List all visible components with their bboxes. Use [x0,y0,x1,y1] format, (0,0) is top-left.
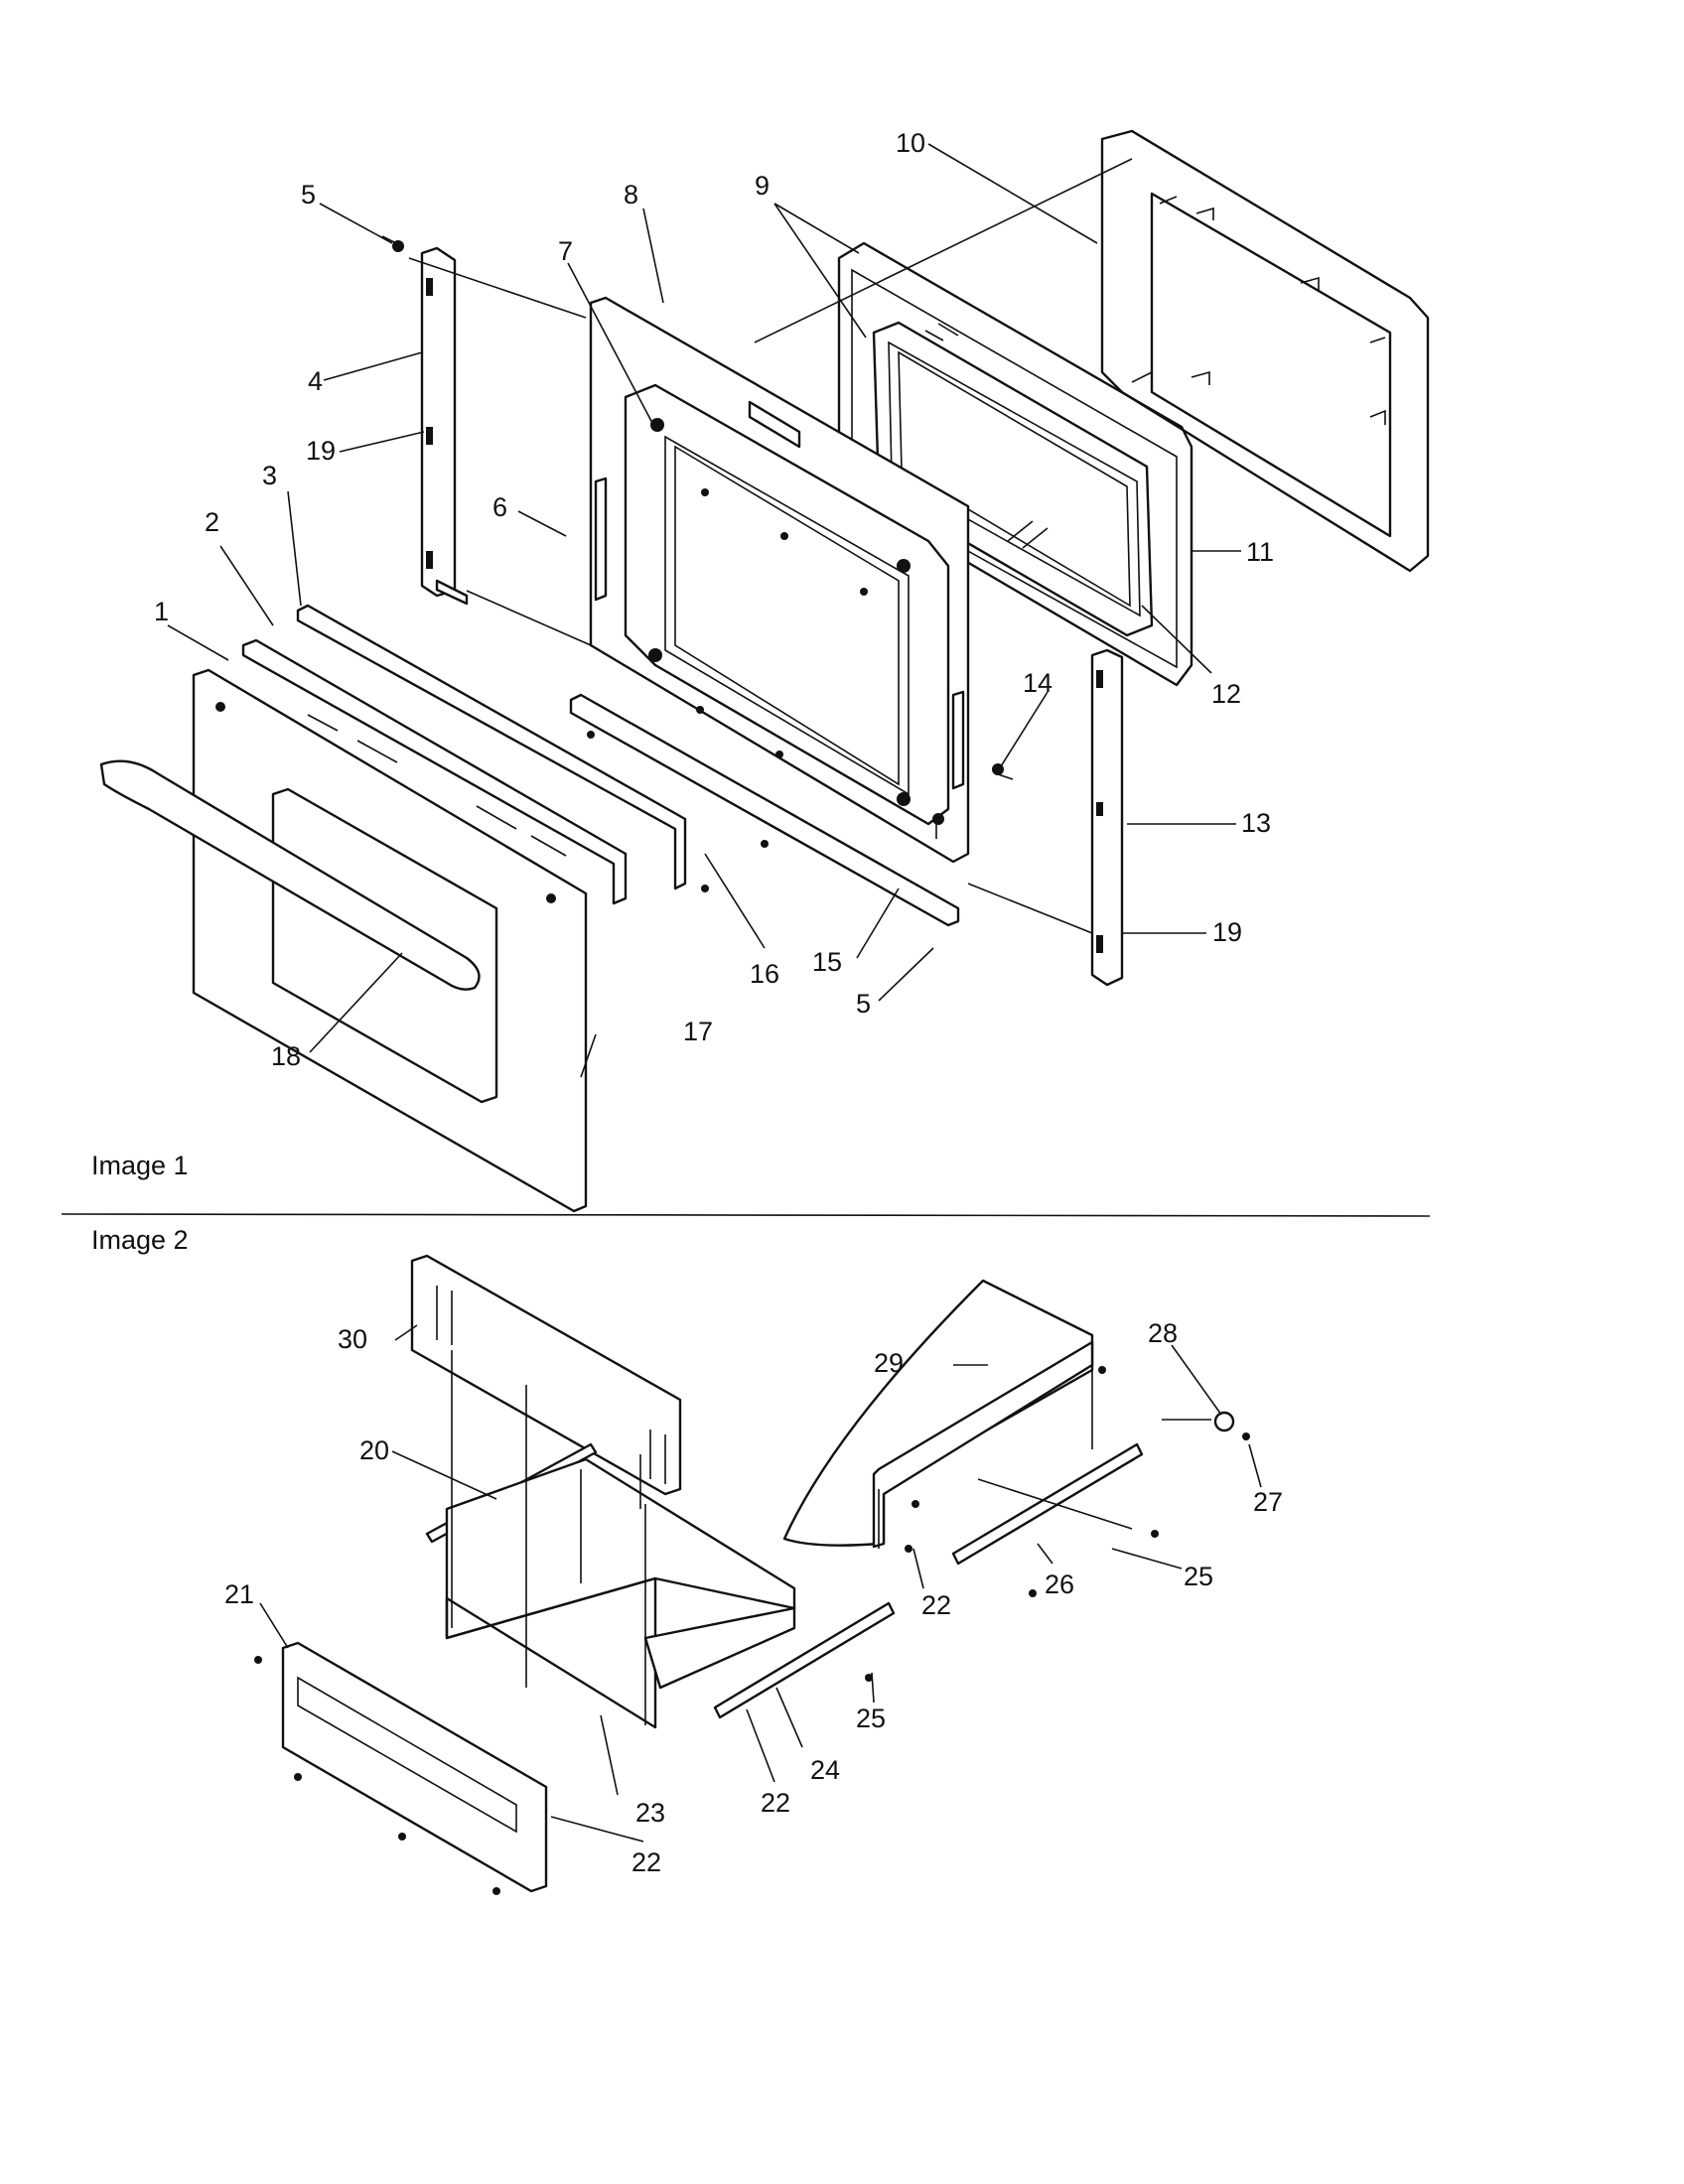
callout-26: 26 [1045,1570,1074,1599]
hinge-slot [1096,670,1103,688]
callout-27: 27 [1253,1487,1283,1517]
drawer-front-part [281,1641,548,1893]
callout-19-top: 19 [306,436,336,466]
door-handle-part [99,759,481,991]
callout-24: 24 [810,1755,840,1785]
callout-7: 7 [558,236,573,266]
callout-22-front: 22 [632,1847,661,1877]
image-1-caption: Image 1 [91,1151,189,1180]
callout-20: 20 [359,1435,389,1465]
callout-21: 21 [224,1579,254,1609]
image-2-caption: Image 2 [91,1225,189,1255]
vent-baffle-part [241,638,628,905]
vent-slots [307,714,567,857]
door-frame-part [1100,129,1430,573]
drawer-leader-lines [259,1324,1262,1843]
left-hinge-channel-part [420,246,457,598]
callout-11: 11 [1246,537,1274,567]
callout-22-slide: 22 [921,1590,951,1620]
hinge-slot [1096,802,1103,816]
drawer-back-part [410,1254,682,1496]
callout-8: 8 [624,180,638,209]
vent-strip-part [296,604,687,890]
callout-15: 15 [812,947,842,977]
callout-13: 13 [1241,808,1271,838]
lower-bracket-part [569,693,960,927]
right-hinge-channel-part [1090,648,1124,987]
cabinet-side-part [782,1279,1144,1566]
drawer-body-part [445,1457,796,1729]
callout-9: 9 [755,171,770,201]
callout-4: 4 [308,366,323,396]
hinge-slot [426,278,433,296]
callout-1: 1 [154,597,169,626]
oven-door-exploded-view [99,129,1430,1213]
callout-19-bottom: 19 [1212,917,1242,947]
callout-30: 30 [338,1324,367,1354]
callout-17: 17 [683,1017,713,1046]
callout-23: 23 [635,1798,665,1828]
construction-lines [408,158,1133,934]
drawer-screws [254,1366,1250,1895]
leader-lines [167,143,1241,1078]
callout-25-cabinet: 25 [1184,1562,1213,1591]
callout-10: 10 [896,128,925,158]
drawer-exploded-view [254,1254,1262,1895]
drawer-slide-right-part [713,1601,896,1719]
drawer-side-rail [643,1606,796,1690]
callout-22-rail: 22 [761,1788,790,1818]
callout-18: 18 [271,1041,301,1071]
door-gasket-inner [851,268,1178,669]
section-divider [61,1213,1431,1217]
hinge-slot [1096,935,1103,953]
hinge-slot [426,427,433,445]
callout-12: 12 [1211,679,1241,709]
callout-5-bottom: 5 [856,989,871,1019]
callout-2: 2 [205,507,219,537]
callout-29: 29 [874,1348,904,1378]
left-hinge-foot [435,579,469,606]
callout-5-top: 5 [301,180,316,209]
callout-16: 16 [750,959,779,989]
roller-part [1213,1411,1235,1433]
window-glass-part [872,321,1154,637]
screws [381,235,1014,892]
drawer-construction-lines [451,1350,1211,1688]
callout-labels: 1 2 3 4 5 5 6 7 8 9 10 11 12 13 14 15 16… [154,128,1283,1877]
hinge-slot [426,551,433,569]
callout-3: 3 [262,461,277,490]
callout-14: 14 [1023,668,1052,698]
callout-6: 6 [492,492,507,522]
callout-25-drawer: 25 [856,1704,886,1733]
callout-28: 28 [1148,1318,1178,1348]
